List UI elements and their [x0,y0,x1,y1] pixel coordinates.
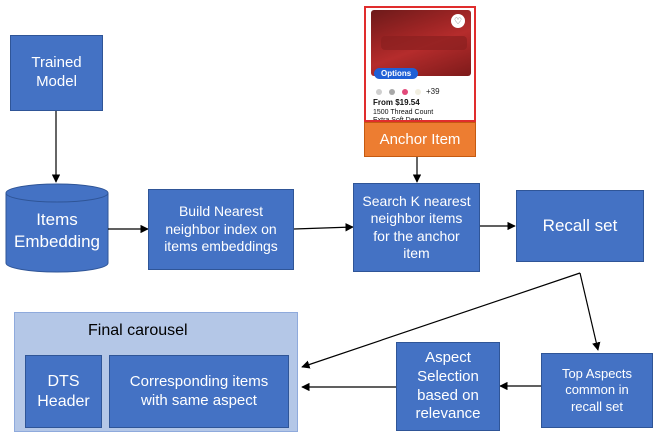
arrow-recall-to-carousel [301,272,581,369]
product-price: From $19.54 [373,98,420,107]
anchor-item-label: Anchor Item [364,122,476,157]
arrow-index-to-search [293,223,354,232]
search-knn-box: Search K nearest neighbor items for the … [353,183,480,272]
aspect-selection-box: Aspect Selection based on relevance [396,342,500,431]
trained-model-box: Trained Model [10,35,103,111]
recall-set-box: Recall set [516,190,644,262]
product-description: 1500 Thread Count Extra Soft Deep [373,109,434,122]
color-swatch [389,88,395,95]
top-aspects-box: Top Aspects common in recall set [541,353,653,428]
options-badge: Options [374,68,419,79]
product-image-fold [381,36,467,50]
product-image: ♡ [371,10,471,76]
dts-header-box: DTS Header [25,355,102,428]
arrow-recall-to-top-aspects [579,272,601,351]
corresponding-items-box: Corresponding items with same aspect [109,355,289,428]
items-embedding-label: Items Embedding [13,209,100,251]
color-swatch [376,88,382,95]
build-index-box: Build Nearest neighbor index on items em… [148,189,294,270]
final-carousel-title: Final carousel [88,322,188,339]
more-colors-count: +39 [426,87,440,96]
color-swatch [415,88,421,95]
color-swatch [402,88,408,95]
favorite-heart-icon: ♡ [451,14,465,28]
color-swatches: +39 [376,87,440,96]
anchor-product-card: ♡ Options +39 From $19.54 1500 Thread Co… [364,6,476,122]
items-embedding-cylinder [5,183,109,273]
